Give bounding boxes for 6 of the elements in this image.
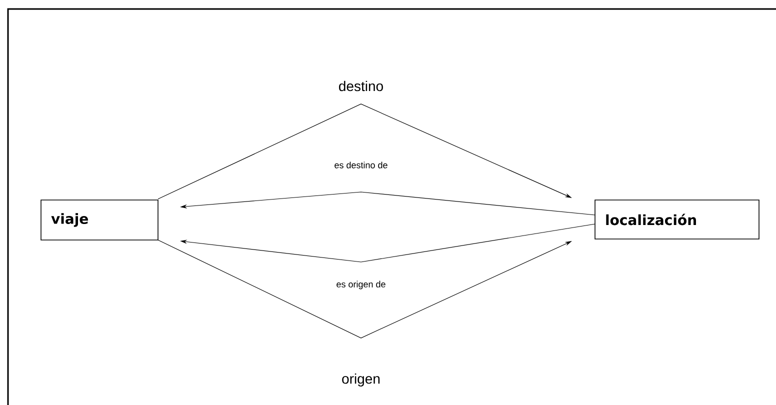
- edge-label: es origen de: [335, 280, 387, 290]
- entity-box: viaje: [40, 200, 158, 240]
- edge-label: destino: [337, 80, 385, 92]
- entity-box: localización: [594, 200, 760, 240]
- edge-label: es destino de: [333, 160, 389, 170]
- edge-label: origen: [340, 372, 382, 388]
